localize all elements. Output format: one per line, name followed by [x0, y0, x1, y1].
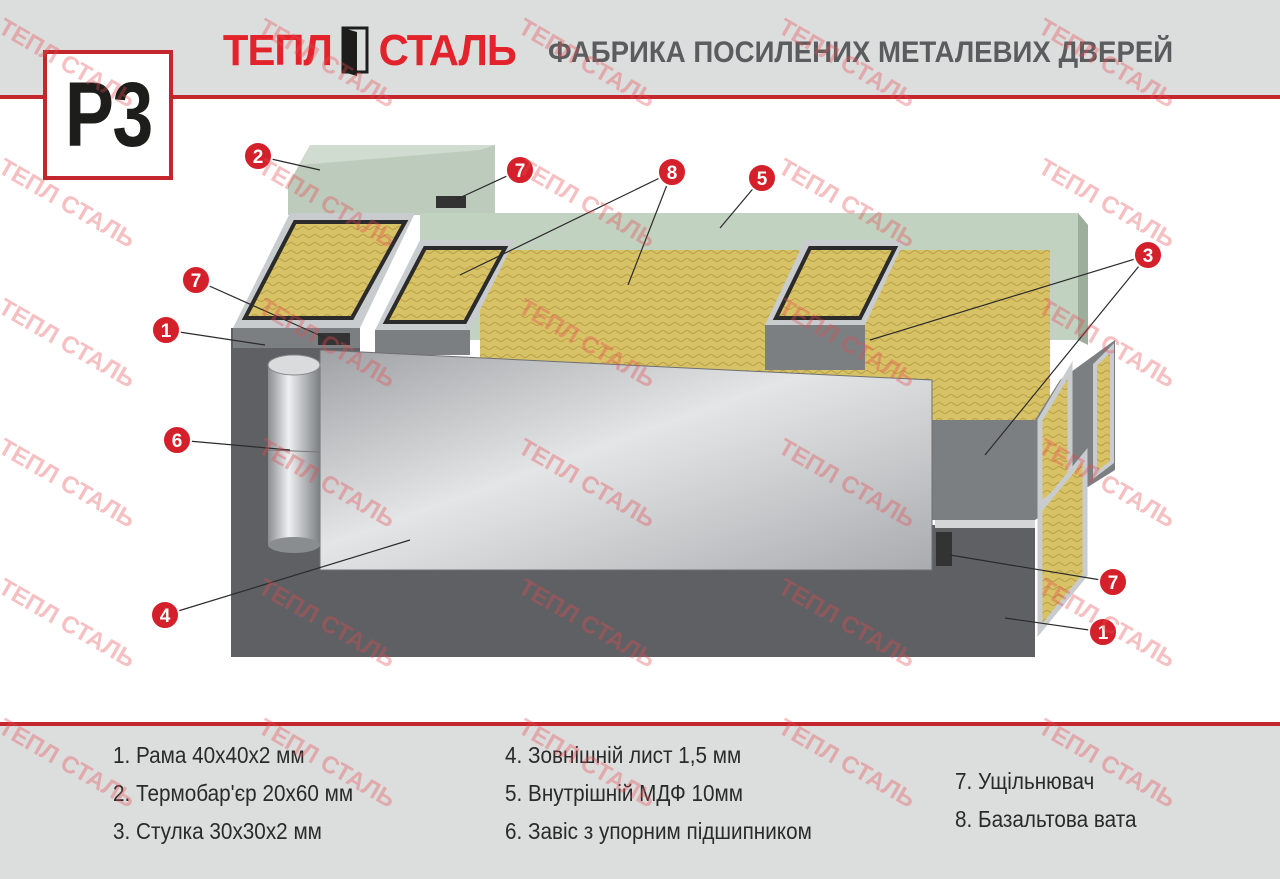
leader-line: [1004, 617, 1104, 633]
sash-tube: [375, 240, 515, 355]
legend-column-1: 1. Рама 40х40х2 мм 2. Термобар'єр 20х60 …: [113, 736, 353, 850]
callout-number: 7: [515, 161, 526, 182]
footer-divider: [0, 722, 1280, 726]
sash-side: [930, 340, 1115, 638]
callout-marker: 7: [1098, 567, 1128, 597]
leader-line: [459, 171, 673, 276]
model-badge: Р3: [43, 50, 173, 180]
legend-column-3: 7. Ущільнювач 8. Базальтова вата: [955, 762, 1137, 838]
callout-number: 5: [757, 169, 768, 190]
legend-band: [0, 726, 1280, 879]
legend-item: 5. Внутрішній МДФ 10мм: [505, 780, 743, 806]
callout-number: 8: [667, 163, 678, 184]
leader-line: [165, 329, 266, 346]
header-band: [0, 0, 1280, 95]
callout-number: 4: [160, 606, 171, 627]
outer-sheet: [319, 349, 933, 571]
leader-line: [627, 171, 673, 286]
leader-line: [176, 439, 291, 451]
tagline: ФАБРИКА ПОСИЛЕНИХ МЕТАЛЕВИХ ДВЕРЕЙ: [548, 36, 1174, 69]
callout-number: 7: [191, 271, 202, 292]
leader-line: [869, 254, 1149, 341]
sash-tube: [765, 240, 905, 370]
callout-marker: 1: [1088, 617, 1118, 647]
callout-number: 2: [253, 147, 264, 168]
callout-number: 1: [161, 321, 172, 342]
leader-line: [164, 539, 411, 616]
legend-item: 4. Зовнішній лист 1,5 мм: [505, 742, 742, 768]
leader-line: [195, 279, 331, 341]
seal: [318, 333, 350, 345]
frame-base: [231, 328, 1035, 657]
callout-marker: 5: [747, 163, 777, 193]
legend-item: 3. Стулка 30х30х2 мм: [113, 818, 322, 844]
door-icon: [341, 26, 369, 76]
callout-marker: 7: [505, 155, 535, 185]
callout-marker: 8: [657, 157, 687, 187]
header-divider: [0, 95, 1280, 99]
brand-logo: ТЕПЛ СТАЛЬ: [220, 26, 519, 76]
callout-number: 7: [1108, 573, 1119, 594]
callout-marker: 3: [1133, 240, 1163, 270]
leader-line: [949, 554, 1114, 583]
callout-number: 6: [172, 431, 183, 452]
frame-tube: [233, 213, 415, 348]
callout-number: 3: [1143, 246, 1154, 267]
legend-column-2: 4. Зовнішній лист 1,5 мм 5. Внутрішній М…: [505, 736, 812, 850]
callout-marker: 7: [181, 265, 211, 295]
callout-marker: 2: [243, 141, 273, 171]
callout-marker: 1: [151, 315, 181, 345]
callout-marker: 6: [162, 425, 192, 455]
legend-item: 2. Термобар'єр 20х60 мм: [113, 780, 354, 806]
logo-right: СТАЛЬ: [378, 26, 516, 75]
legend-item: 7. Ущільнювач: [955, 768, 1095, 794]
legend-item: 6. Завіс з упорним підшипником: [505, 818, 812, 844]
legend-item: 1. Рама 40х40х2 мм: [113, 742, 305, 768]
leader-line: [984, 254, 1149, 456]
callout-number: 1: [1098, 623, 1109, 644]
callout-marker: 4: [150, 600, 180, 630]
model-code: Р3: [64, 63, 153, 166]
thermo-barrier: [288, 145, 495, 215]
hinge: [267, 354, 321, 553]
legend-item: 8. Базальтова вата: [955, 806, 1137, 832]
logo-left: ТЕПЛ: [222, 26, 333, 75]
